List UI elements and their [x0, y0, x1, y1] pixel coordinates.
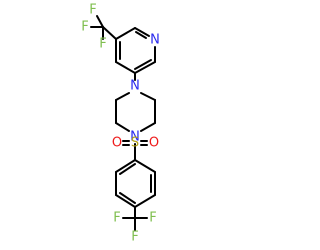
bonds — [90, 15, 156, 231]
bond-benzene-3 — [134, 194, 156, 208]
bond-pyridine-5 — [115, 61, 136, 74]
bond-piperazine-5 — [115, 122, 130, 132]
atom-n-piperazine-top: N — [130, 79, 140, 94]
bond-benzene-4b — [119, 192, 136, 204]
atom-n-piperazine-bottom: N — [130, 130, 140, 145]
bond-cf3-ring — [102, 26, 117, 40]
bond-c-f1 — [96, 15, 104, 28]
bond-piperazine-2 — [140, 92, 156, 101]
atom-f4: F — [113, 211, 120, 226]
atom-f5: F — [131, 230, 138, 245]
bond-benzene-6 — [115, 159, 136, 173]
bond-benzene-1 — [134, 159, 156, 173]
atom-s: S — [131, 136, 139, 151]
atom-n-pyridine: N — [150, 33, 160, 48]
chemical-structure: F F F N N N O S O F F F — [81, 3, 160, 245]
bond-benzene-6b — [119, 163, 136, 175]
bond-pyridine-2b — [135, 31, 147, 39]
atom-labels: F F F N N N O S O F F F — [81, 3, 160, 245]
atom-f6: F — [149, 211, 156, 226]
bond-piperazine-1 — [115, 92, 130, 101]
bond-pyridine-1 — [115, 27, 136, 40]
bond-piperazine-6 — [140, 122, 156, 132]
atom-o-right: O — [149, 136, 159, 151]
bond-pyridine-4 — [134, 61, 156, 74]
atom-f3: F — [99, 37, 106, 52]
atom-f2: F — [81, 20, 88, 35]
bond-pyridine-2 — [134, 27, 150, 37]
bond-benzene-4 — [115, 194, 136, 208]
atom-o-left: O — [112, 136, 122, 151]
bond-pyridine-4b — [134, 59, 152, 70]
atom-f1: F — [89, 3, 96, 18]
